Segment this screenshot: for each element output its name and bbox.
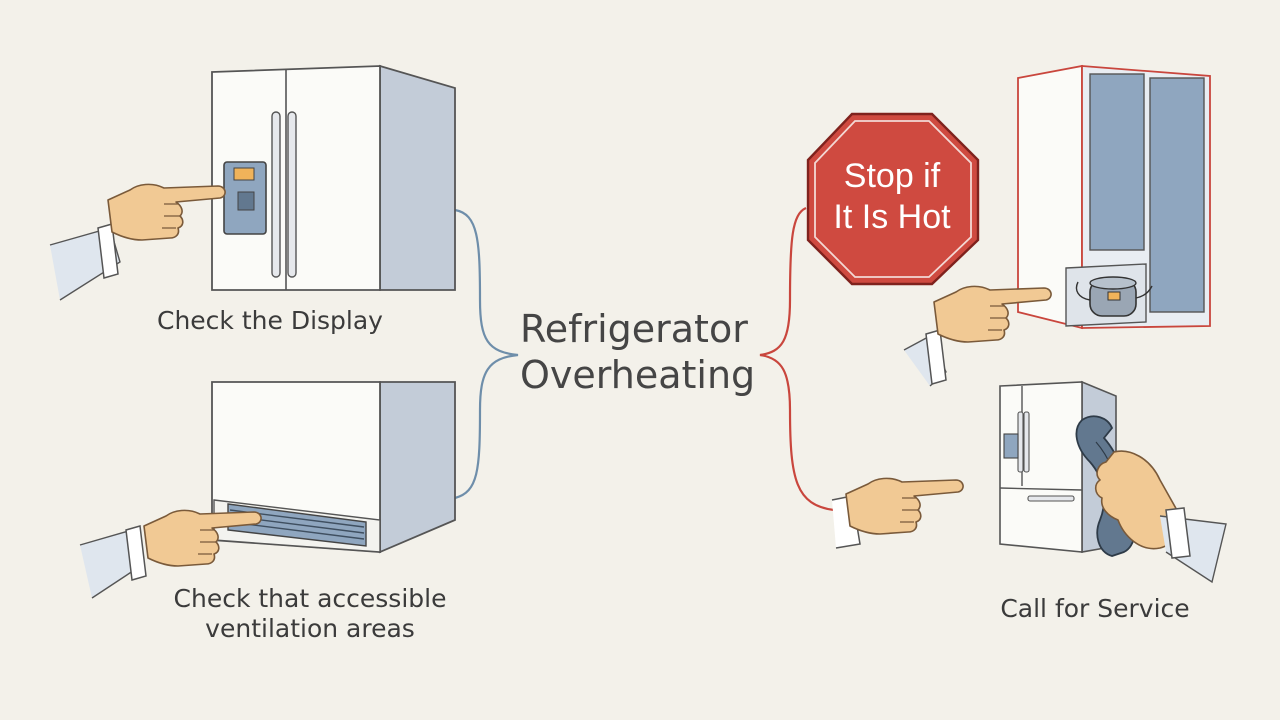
pointing-hand-icon — [831, 477, 964, 549]
stop-sign-line-1: Stop if — [843, 157, 941, 195]
stop-sign-line-2: It Is Hot — [833, 197, 951, 236]
right-branch-connector — [759, 206, 835, 512]
refrigerator-icon — [1017, 64, 1211, 330]
stop-sign-icon — [806, 112, 980, 286]
check-display-label: Check the Display — [157, 306, 383, 335]
call-service-label: Call for Service — [1000, 594, 1190, 623]
check-ventilation-line-1: Check that accessible — [173, 584, 447, 613]
pointing-hand-icon — [903, 285, 1052, 387]
refrigerator-icon — [211, 64, 456, 291]
holding-hand-icon — [1094, 450, 1227, 584]
central-topic-line-2: Overheating — [520, 353, 756, 398]
check-ventilation-line-2: ventilation areas — [205, 614, 415, 643]
refrigerator-icon — [211, 381, 456, 554]
pointing-hand-icon — [79, 509, 262, 599]
check-ventilation-label: Check that accessible ventilation areas — [150, 584, 470, 644]
central-topic-title: Refrigerator Overheating — [520, 306, 770, 399]
left-branch-connector — [454, 208, 519, 500]
compressor-icon — [1075, 276, 1153, 317]
central-topic-line-1: Refrigerator — [520, 307, 748, 351]
stop-sign-label: Stop if It Is Hot — [806, 156, 978, 238]
pointing-hand-icon — [49, 183, 226, 301]
